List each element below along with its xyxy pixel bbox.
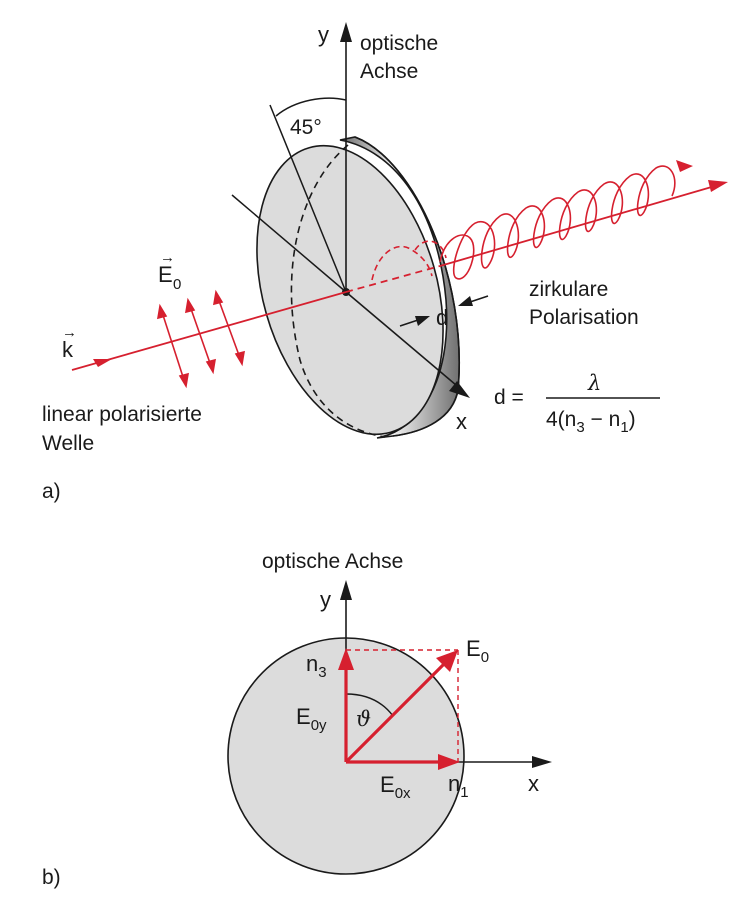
panel-label-b: b) — [42, 866, 61, 889]
circular-polarization-helix — [439, 165, 676, 280]
plate-hidden-edge — [290, 144, 386, 438]
thickness-arrowhead-right — [458, 296, 473, 306]
formula-lhs: d = — [494, 386, 524, 409]
helix-arrowhead — [676, 160, 693, 172]
y-label-a: y — [318, 22, 329, 47]
circular-label-line2: Polarisation — [529, 306, 639, 329]
linear-label-line1: linear polarisierte — [42, 403, 202, 426]
e0x-label: E0x — [380, 772, 411, 802]
panel-label-a: a) — [42, 480, 61, 503]
y-axis-a-arrowhead — [340, 22, 352, 42]
x-axis-b-arrowhead — [532, 756, 552, 768]
figure-b-title: optische Achse — [262, 550, 403, 573]
theta-label: ϑ — [356, 707, 371, 731]
linear-label-line2: Welle — [42, 432, 94, 455]
optic-axis-line-a — [269, 104, 347, 293]
optic-axis-label-line1: optische — [360, 32, 438, 55]
angle-label-45: 45° — [290, 116, 322, 139]
n3-label: n3 — [306, 651, 327, 681]
e0y-label: E0y — [296, 704, 327, 734]
e0-vector — [344, 662, 446, 764]
formula-denominator: 4(n3 − n1) — [546, 408, 636, 436]
k-vector-label: k — [62, 337, 74, 362]
linear-polarization-arrows — [157, 289, 245, 389]
k-vector-arrow: → — [62, 324, 77, 341]
x-label-b: x — [528, 771, 539, 796]
figure-a: y optische Achse 45° E 0 → k → d zirkula… — [42, 22, 728, 503]
x-label-a: x — [456, 409, 467, 434]
circular-label-line1: zirkulare — [529, 278, 608, 301]
e0-label-b: E0 — [466, 636, 489, 666]
plate-back-rim — [354, 136, 460, 437]
x-axis-a-arrowhead — [449, 381, 470, 398]
thickness-label: d — [436, 305, 448, 330]
optic-axis-label-line2: Achse — [360, 60, 418, 83]
figure-b: optische Achse y x E0 n3 E0y ϑ E0x n1 b) — [42, 550, 552, 889]
formula-numerator: λ — [587, 371, 601, 395]
thickness-arrowhead-left — [415, 316, 430, 326]
y-axis-b-arrowhead — [340, 580, 352, 600]
e0-vector-arrow: → — [160, 249, 175, 266]
e0x-vector-arrowhead — [438, 754, 460, 770]
plate-inner-wave-dashed — [371, 240, 447, 281]
e0-vector-sub: 0 — [173, 276, 181, 293]
x-axis-a-upper — [231, 194, 347, 293]
incident-ray — [71, 291, 347, 371]
angle-arc-45 — [275, 97, 347, 117]
e0-vector-label: E — [158, 262, 173, 287]
theta-arc — [345, 693, 394, 717]
y-label-b: y — [320, 587, 331, 612]
ray-through-plate — [345, 265, 441, 293]
e0y-vector-arrowhead — [338, 648, 354, 670]
outgoing-ray-arrowhead — [708, 180, 728, 192]
n1-label: n1 — [448, 771, 469, 801]
e0-vector-arrowhead — [436, 650, 458, 672]
x-axis-a — [345, 291, 457, 386]
outgoing-ray — [439, 185, 716, 267]
incident-ray-arrowhead — [93, 359, 112, 367]
